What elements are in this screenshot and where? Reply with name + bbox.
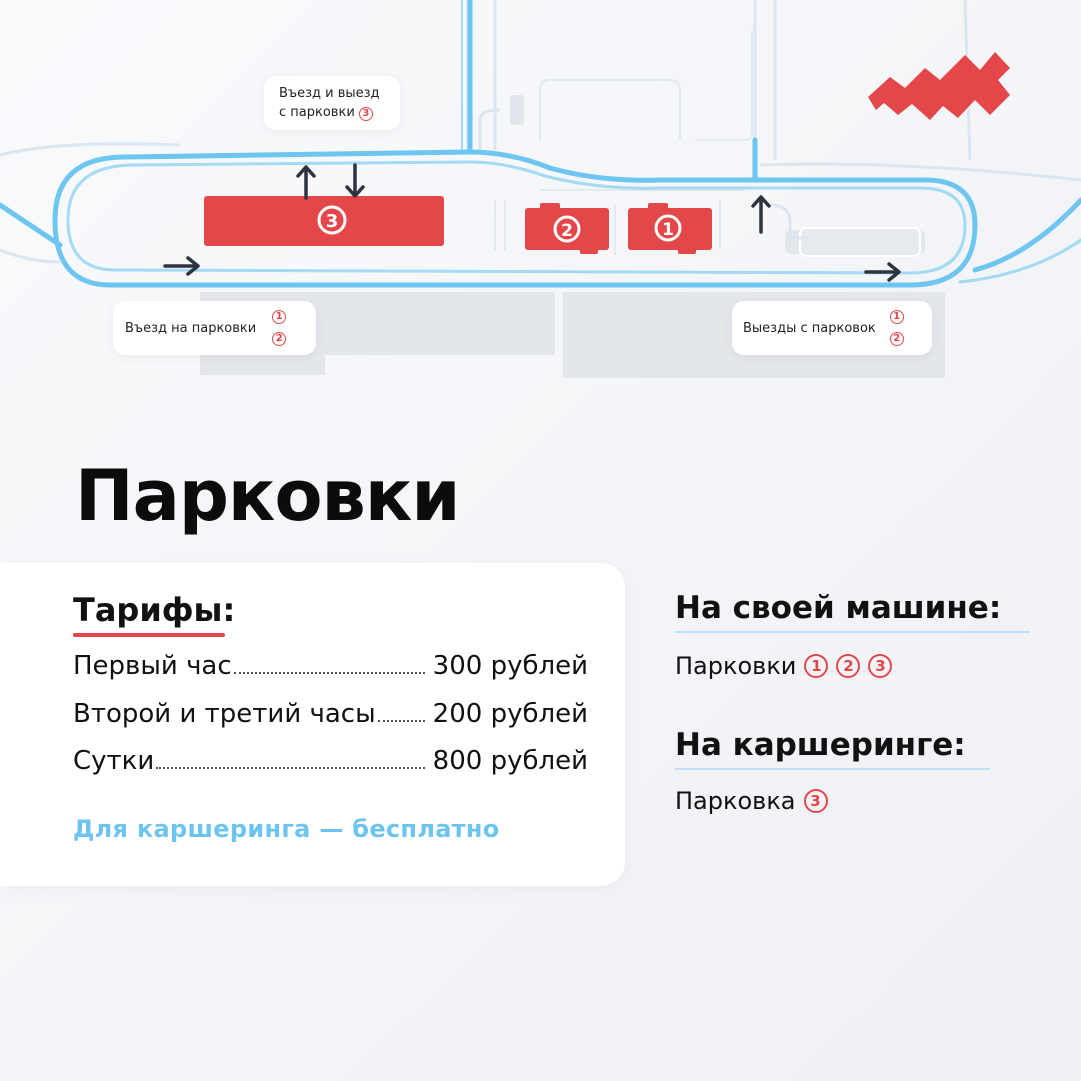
tariffs-heading-underline xyxy=(73,633,225,637)
own-car-label: Парковки xyxy=(675,652,797,680)
callout-entry: Въезд на парковки 1 2 xyxy=(113,301,316,355)
tariff-price: 200 рублей xyxy=(432,699,588,729)
parking-lot-2 xyxy=(525,203,609,254)
lot-3-badge: 3 xyxy=(803,789,828,813)
arrow-down-icon xyxy=(345,163,365,198)
building-outline xyxy=(539,79,681,140)
road xyxy=(759,162,1081,182)
road xyxy=(0,142,181,157)
callout-entry-label: Въезд на парковки xyxy=(125,320,257,336)
own-car-heading-underline xyxy=(675,631,1030,633)
parking-lot-3 xyxy=(204,196,444,246)
road-lines xyxy=(494,200,721,255)
arrow-up-icon xyxy=(296,165,316,200)
lot-1-badge: 1 xyxy=(272,310,287,324)
tariff-dots xyxy=(377,720,425,722)
own-car-heading: На своей машине: xyxy=(675,590,1002,626)
carsharing-lots: Парковка 3 xyxy=(675,787,828,815)
route-loop-inner xyxy=(66,160,967,275)
tariff-label: Первый час xyxy=(73,651,232,681)
tariff-row: Первый час 300 рублей xyxy=(73,651,588,681)
road xyxy=(0,248,61,264)
lot-2-badge: 2 xyxy=(889,332,904,346)
tariffs-card: Тарифы: Первый час 300 рублей Второй и т… xyxy=(0,563,625,886)
parking-lot-1 xyxy=(628,203,712,254)
callout-entry-exit-line2: с парковки 3 xyxy=(279,103,373,122)
carsharing-free-note: Для каршеринга — бесплатно xyxy=(73,815,500,843)
callout-entry-exit-line1: Въезд и выезд xyxy=(279,86,380,101)
tariff-label: Второй и третий часы xyxy=(73,699,376,729)
callout-entry-exit: Въезд и выезд с парковки 3 xyxy=(264,76,400,130)
lot-number-2: 2 xyxy=(561,221,573,241)
building-outline xyxy=(695,30,753,141)
tariff-dots xyxy=(233,672,425,674)
callout-exits-label: Выезды с парковок xyxy=(743,320,876,336)
tariff-price: 300 рублей xyxy=(432,651,588,681)
carsharing-heading: На каршеринге: xyxy=(675,727,966,763)
lot-3-badge: 3 xyxy=(358,107,373,121)
tariff-price: 800 рублей xyxy=(432,746,588,776)
route-left-in xyxy=(0,202,63,248)
tariffs-heading: Тарифы: xyxy=(73,591,236,629)
tariff-row: Сутки 800 рублей xyxy=(73,746,588,776)
carsharing-label: Парковка xyxy=(675,787,796,815)
route-right-out xyxy=(972,197,1081,273)
lot-number-3-circle xyxy=(317,205,347,235)
lot-number-1: 1 xyxy=(662,220,674,240)
lot-number-2-circle xyxy=(553,215,581,243)
arrow-up-icon xyxy=(751,195,771,234)
brand-logo-icon xyxy=(868,52,1010,120)
lot-number-3: 3 xyxy=(326,211,339,232)
callout-exits-lots: 1 2 xyxy=(889,310,904,346)
lot-1-badge: 1 xyxy=(804,654,829,678)
tariff-dots xyxy=(156,767,425,769)
arrow-right-icon xyxy=(163,256,200,276)
kiosk xyxy=(510,95,524,125)
carsharing-heading-underline xyxy=(675,768,990,770)
callout-exits: Выезды с парковок 1 2 xyxy=(732,301,932,355)
route-right-out-2 xyxy=(958,238,1081,284)
callout-entry-lots: 1 2 xyxy=(272,310,287,346)
service-building xyxy=(799,227,921,257)
route-loop xyxy=(52,149,978,288)
road xyxy=(478,108,501,150)
lot-3-badge: 3 xyxy=(868,654,893,678)
lot-1-badge: 1 xyxy=(889,310,904,324)
page-title: Парковки xyxy=(75,455,460,537)
tariff-label: Сутки xyxy=(73,746,155,776)
lot-2-badge: 2 xyxy=(272,332,287,346)
lot-2-badge: 2 xyxy=(836,654,861,678)
tariff-row: Второй и третий часы 200 рублей xyxy=(73,699,588,729)
arrow-right-icon xyxy=(864,262,901,282)
parking-map: 3 2 1 xyxy=(0,0,1081,378)
lot-number-1-circle xyxy=(654,214,682,242)
own-car-lots: Парковки 1 2 3 xyxy=(675,652,893,680)
